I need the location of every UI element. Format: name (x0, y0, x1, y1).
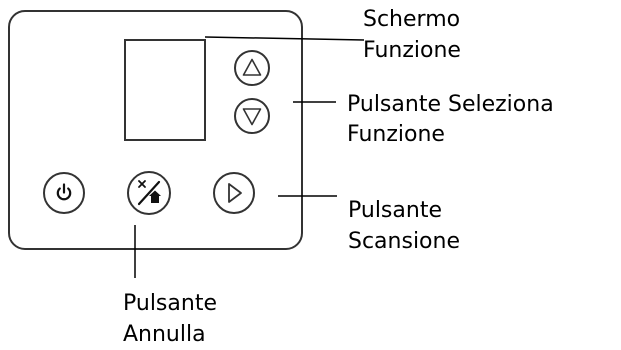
scan-callout-line1: Pulsante (348, 198, 442, 223)
select-callout-line2: Funzione (347, 122, 445, 147)
scan-button[interactable] (213, 172, 255, 214)
play-icon (228, 183, 242, 203)
cancel-button[interactable] (127, 171, 171, 215)
scan-callout-line2: Scansione (348, 229, 460, 254)
cancel-callout-line2: Annulla (123, 322, 206, 347)
display-callout-line1: Schermo (363, 7, 460, 32)
cancel-home-icon (137, 180, 161, 206)
down-button[interactable] (234, 98, 270, 134)
display-leader-line (204, 36, 365, 41)
cancel-callout-line1: Pulsante (123, 291, 217, 316)
select-callout-line1: Pulsante Seleziona (347, 92, 554, 117)
triangle-down-icon (242, 108, 262, 126)
triangle-up-icon (242, 58, 262, 76)
display-callout-line2: Funzione (363, 38, 461, 63)
power-icon (56, 183, 72, 201)
up-button[interactable] (234, 50, 270, 86)
function-screen (124, 39, 206, 141)
power-button[interactable] (43, 172, 85, 214)
